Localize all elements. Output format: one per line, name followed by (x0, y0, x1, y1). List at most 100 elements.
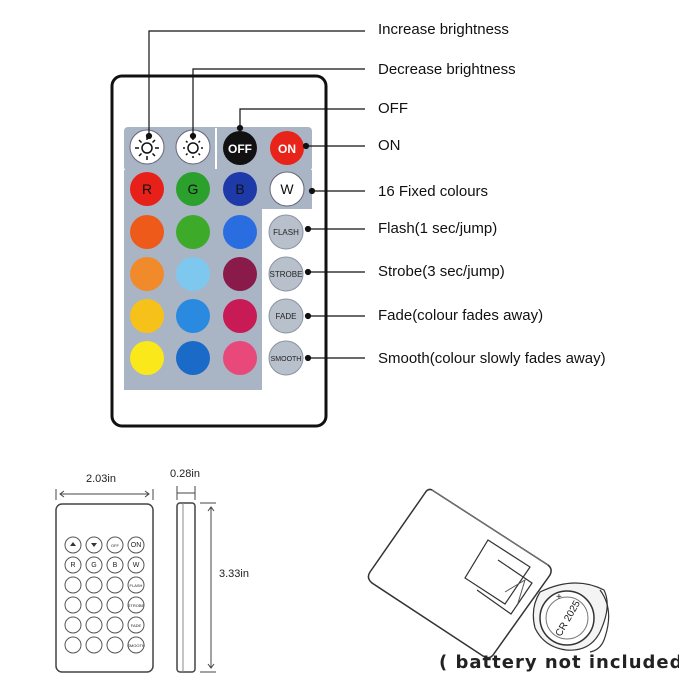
color-button-r4-c2[interactable] (176, 341, 210, 375)
small-remote-side (176, 486, 216, 673)
sun-dim-icon (183, 138, 203, 158)
small-button-label: STROBE (128, 603, 145, 608)
blue-button[interactable]: B (223, 172, 257, 206)
small-button-r1-c2 (85, 536, 103, 554)
fade-button-label: FADE (276, 312, 297, 321)
green-button-label: G (188, 181, 199, 197)
small-button-r2-c3: B (106, 556, 124, 574)
callout-lines (145, 30, 365, 362)
small-button-r3-c1 (64, 576, 82, 594)
height-dimension-label: 3.33in (219, 568, 249, 580)
small-button-label: FADE (131, 623, 142, 628)
small-button-label: B (113, 562, 118, 569)
small-button-r4-c3 (106, 596, 124, 614)
small-button-r5-c1 (64, 616, 82, 634)
color-button-grid (130, 215, 257, 375)
remote-back-view: CR 2025 + (367, 488, 610, 659)
on-button[interactable]: ON (270, 131, 304, 165)
flash-button[interactable]: FLASH (268, 214, 304, 250)
smooth-button[interactable]: SMOOTH (268, 340, 304, 376)
color-button-r1-c2[interactable] (176, 215, 210, 249)
top-button-panel (124, 127, 312, 171)
green-button[interactable]: G (176, 172, 210, 206)
callout-strobe: Strobe(3 sec/jump) (378, 263, 505, 280)
small-button-r3-c2 (85, 576, 103, 594)
color-button-r3-c3[interactable] (223, 299, 257, 333)
back-cover-outline (367, 488, 552, 659)
color-button-r4-c1[interactable] (130, 341, 164, 375)
flash-button-label: FLASH (273, 228, 299, 237)
callout-fade: Fade(colour fades away) (378, 307, 544, 324)
depth-dimension (176, 486, 196, 500)
strobe-button[interactable]: STROBE (268, 256, 304, 292)
off-button-label: OFF (228, 142, 252, 156)
white-button-label: W (280, 181, 294, 197)
callout-increase-brightness: Increase brightness (378, 21, 509, 38)
color-button-r3-c2[interactable] (176, 299, 210, 333)
small-button-r5-c3 (106, 616, 124, 634)
small-down-arrow-icon (91, 543, 97, 547)
fade-button[interactable]: FADE (268, 298, 304, 334)
battery-plus-sign: + (556, 592, 562, 603)
main-remote: OFF ON R G B W FLASH (110, 30, 365, 428)
color-button-r2-c1[interactable] (130, 257, 164, 291)
battery-note: ( battery not included ) (439, 652, 679, 673)
color-button-r3-c1[interactable] (130, 299, 164, 333)
width-dimension-label: 2.03in (86, 473, 116, 485)
small-button-r2-c2: G (85, 556, 103, 574)
small-button-r6-c1 (64, 636, 82, 654)
small-button-r6-c2 (85, 636, 103, 654)
color-button-r2-c2[interactable] (176, 257, 210, 291)
small-button-r2-c4: W (127, 556, 145, 574)
color-button-r2-c3[interactable] (223, 257, 257, 291)
small-button-r4-c4: STROBE (127, 596, 145, 614)
small-button-r3-c3 (106, 576, 124, 594)
callout-smooth: Smooth(colour slowly fades away) (378, 350, 606, 367)
small-button-label: ON (131, 542, 142, 549)
color-button-r4-c3[interactable] (223, 341, 257, 375)
small-button-label: FLASH (130, 583, 143, 588)
color-button-r1-c1[interactable] (130, 215, 164, 249)
small-button-r4-c2 (85, 596, 103, 614)
red-button[interactable]: R (130, 172, 164, 206)
small-button-r6-c3 (106, 636, 124, 654)
small-button-label: R (70, 562, 75, 569)
width-dimension (55, 489, 154, 500)
small-button-r5-c4: FADE (127, 616, 145, 634)
side-view-outline (176, 502, 196, 673)
small-button-label: SMOOTH (127, 643, 145, 648)
small-remote-front: OFF ON R G B W FLASH STROBE FADE SMOOTH (55, 503, 154, 673)
callout-off: OFF (378, 100, 408, 117)
small-button-r1-c3: OFF (106, 536, 124, 554)
small-button-r1-c1 (64, 536, 82, 554)
small-button-r6-c4: SMOOTH (127, 636, 145, 654)
battery-coin-icon: CR 2025 + (539, 590, 595, 646)
small-remote-buttons: OFF ON R G B W FLASH STROBE FADE SMOOTH (64, 536, 145, 654)
callout-16-fixed-colours: 16 Fixed colours (378, 183, 489, 200)
color-button-r1-c3[interactable] (223, 215, 257, 249)
small-button-r1-c4: ON (127, 536, 145, 554)
callout-on: ON (378, 137, 401, 154)
small-button-label: G (91, 562, 96, 569)
strobe-button-label: STROBE (270, 270, 303, 279)
depth-dimension-label: 0.28in (170, 468, 200, 480)
height-dimension (200, 502, 216, 673)
small-button-r4-c1 (64, 596, 82, 614)
smooth-button-label: SMOOTH (271, 356, 302, 363)
on-button-label: ON (278, 142, 296, 156)
small-button-r5-c2 (85, 616, 103, 634)
small-button-label: OFF (111, 543, 120, 548)
callout-decrease-brightness: Decrease brightness (378, 61, 516, 78)
small-button-r3-c4: FLASH (127, 576, 145, 594)
label-recess (464, 539, 531, 605)
color-button-panel (124, 170, 312, 390)
white-button[interactable]: W (269, 171, 305, 207)
small-up-arrow-icon (70, 542, 76, 546)
blue-button-label: B (235, 181, 244, 197)
callout-flash: Flash(1 sec/jump) (378, 220, 498, 237)
red-button-label: R (142, 181, 152, 197)
off-button[interactable]: OFF (223, 131, 257, 165)
small-button-r2-c1: R (64, 556, 82, 574)
